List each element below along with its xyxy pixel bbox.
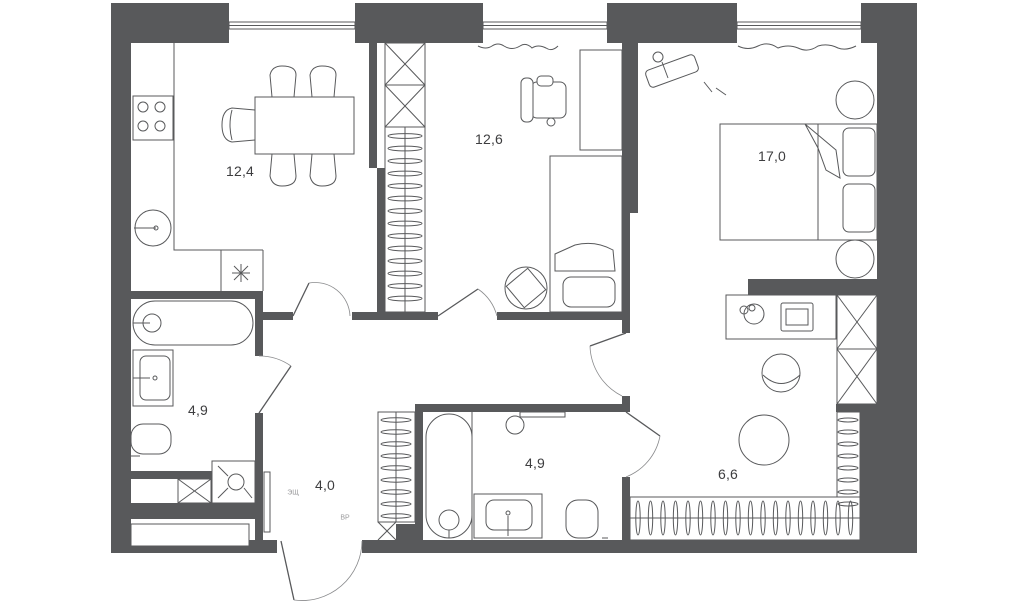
wardrobe-hangers: [380, 133, 859, 536]
hanger-mark: [387, 170, 423, 177]
electric-panel-label: ЭЩ: [287, 489, 299, 497]
hanger-mark: [837, 501, 859, 507]
room-area-living-hall: 6,6: [717, 466, 739, 482]
hanger-mark: [747, 500, 754, 536]
hanger-mark: [672, 500, 679, 536]
room-area-bathroom-left: 4,9: [187, 402, 209, 418]
hanger-mark: [380, 429, 412, 435]
bathroom-center-fixtures: [425, 411, 608, 540]
hanger-mark: [847, 500, 854, 536]
room-area-kitchen: 12,4: [225, 163, 255, 179]
hanger-mark: [387, 258, 423, 264]
bedroom-large-furniture: [645, 43, 878, 279]
living-hall-furniture: [629, 294, 878, 541]
hanger-mark: [387, 195, 423, 202]
hanger-mark: [772, 500, 779, 536]
hanger-mark: [380, 513, 412, 519]
hanger-mark: [387, 295, 423, 302]
room-area-hallway: 4,0: [314, 477, 336, 493]
hanger-mark: [837, 489, 859, 495]
hanger-mark: [380, 453, 412, 459]
doors: [258, 282, 661, 601]
walls: [111, 3, 917, 553]
hanger-mark: [387, 133, 423, 139]
bedroom-small-furniture: [384, 42, 623, 313]
hanger-mark: [387, 220, 423, 227]
hanger-mark: [635, 500, 641, 536]
hanger-mark: [685, 500, 691, 536]
hanger-mark: [837, 417, 859, 423]
room-area-bedroom-small: 12,6: [474, 131, 504, 147]
hanger-mark: [810, 500, 816, 536]
hanger-mark: [380, 477, 412, 483]
hanger-mark: [837, 465, 859, 471]
hanger-mark: [710, 500, 716, 536]
hanger-mark: [785, 500, 791, 536]
hanger-mark: [380, 417, 412, 423]
hanger-mark: [387, 158, 423, 164]
hanger-mark: [387, 208, 423, 214]
hanger-mark: [387, 233, 423, 239]
hanger-mark: [387, 283, 423, 289]
hanger-mark: [387, 183, 423, 189]
hanger-mark: [380, 501, 412, 507]
hanger-mark: [387, 270, 423, 277]
hanger-mark: [387, 145, 423, 152]
room-area-bathroom-center: 4,9: [524, 455, 546, 471]
hanger-mark: [387, 245, 423, 252]
hanger-mark: [380, 489, 412, 495]
water-meter-label: ВР: [340, 514, 350, 522]
hanger-mark: [835, 500, 841, 536]
hanger-mark: [647, 500, 654, 536]
hanger-mark: [697, 500, 704, 536]
windows: [228, 21, 862, 30]
room-area-bedroom-large: 17,0: [757, 148, 787, 164]
hanger-mark: [660, 500, 666, 536]
hanger-mark: [797, 500, 804, 536]
hanger-mark: [837, 429, 859, 435]
hanger-mark: [380, 465, 412, 471]
hanger-mark: [822, 500, 829, 536]
hanger-mark: [735, 500, 741, 536]
hanger-mark: [837, 453, 859, 459]
hanger-mark: [837, 441, 859, 447]
hanger-mark: [380, 441, 412, 447]
kitchen-furniture: [132, 43, 355, 291]
bathroom-left-fixtures: [130, 300, 256, 504]
hanger-mark: [722, 500, 729, 536]
hanger-mark: [760, 500, 766, 536]
hanger-mark: [837, 477, 859, 483]
